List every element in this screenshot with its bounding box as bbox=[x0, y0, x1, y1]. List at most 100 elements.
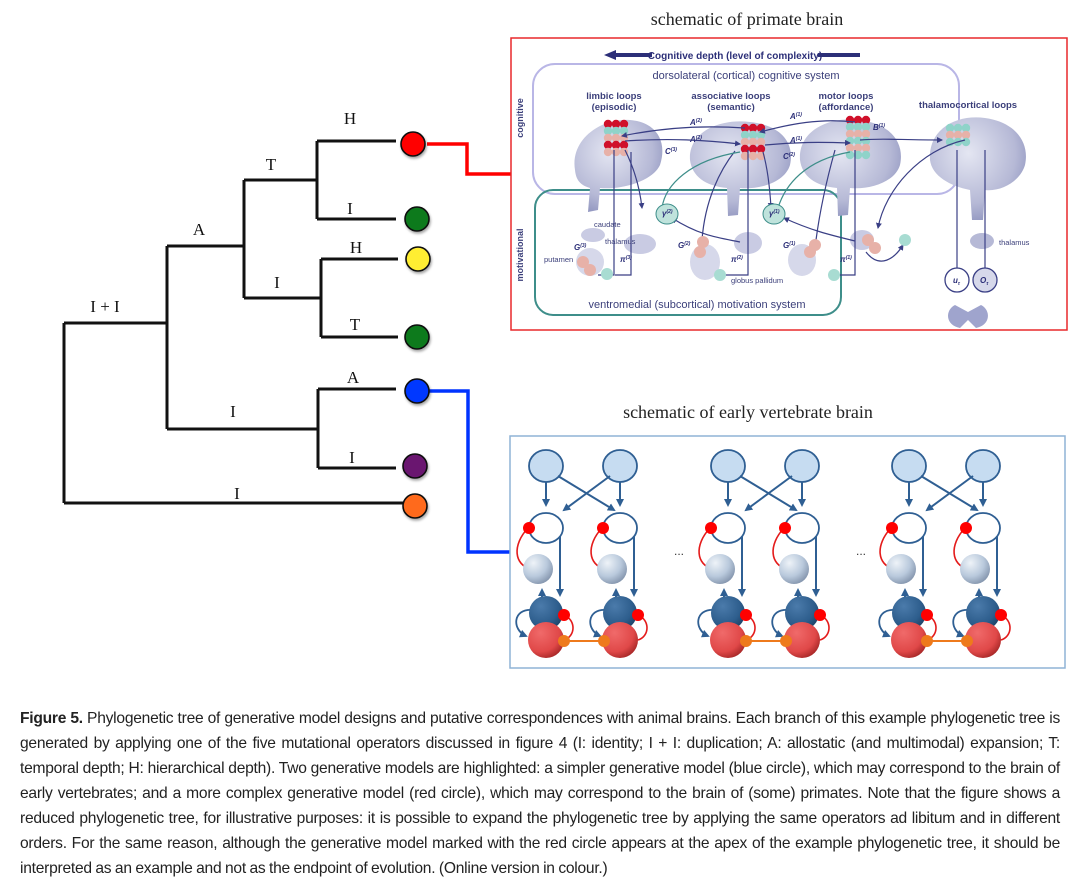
neuron-unit bbox=[945, 130, 955, 140]
loop-sub: (affordance) bbox=[819, 102, 874, 113]
red-state-node bbox=[965, 622, 1001, 658]
self-loop-arrow bbox=[589, 609, 608, 638]
neuron-unit bbox=[611, 140, 621, 150]
vertebrate-module bbox=[878, 449, 1011, 658]
outcome-node bbox=[972, 267, 998, 293]
neuron-unit bbox=[756, 137, 766, 147]
vertebrate-modules bbox=[515, 449, 1011, 658]
action-node bbox=[944, 267, 970, 293]
leaf-node-blue[interactable] bbox=[404, 378, 430, 404]
label-upper-T: T bbox=[266, 155, 277, 174]
neuron-unit bbox=[861, 150, 871, 160]
structure-labels: caudate thalamus putamen globus pallidum… bbox=[544, 220, 1030, 285]
precision-dot bbox=[705, 522, 717, 534]
prediction-node bbox=[886, 554, 916, 584]
self-loop-arrow bbox=[771, 609, 790, 638]
red-state-node bbox=[710, 622, 746, 658]
dark-state-node bbox=[603, 596, 637, 630]
symbol-C: C(2) bbox=[783, 152, 795, 161]
loop-name: limbic loops bbox=[586, 91, 641, 102]
self-loop-arrow bbox=[515, 609, 534, 638]
precision-dot bbox=[960, 522, 972, 534]
symbol-pi: π(2) bbox=[731, 255, 743, 264]
vertebrate-module bbox=[697, 449, 830, 658]
leaf-node-yellow[interactable] bbox=[405, 246, 431, 272]
caudate-label: caudate bbox=[594, 220, 621, 229]
hidden-cause-node bbox=[528, 449, 564, 483]
connection-line bbox=[624, 138, 741, 147]
neuron-unit bbox=[619, 140, 629, 150]
tree-labels: I + I A I I T I H I H T A I bbox=[90, 109, 362, 503]
symbol-C: C(3) bbox=[665, 147, 677, 156]
ellipsis: ... bbox=[674, 544, 684, 558]
dark-state-node bbox=[892, 596, 926, 630]
red-state-node bbox=[602, 622, 638, 658]
self-loop-arrow bbox=[697, 609, 716, 638]
primate-title: schematic of primate brain bbox=[651, 9, 843, 29]
figure-caption: Figure 5. Phylogenetic tree of generativ… bbox=[20, 706, 1060, 881]
label-green1: I bbox=[347, 199, 353, 218]
brain-icon bbox=[574, 119, 663, 212]
neuron-unit bbox=[748, 130, 758, 140]
symbol-A: A(1) bbox=[789, 136, 802, 145]
motivation-system-box bbox=[534, 189, 842, 316]
thalamus-shape bbox=[624, 234, 656, 254]
precision-dot bbox=[632, 609, 644, 621]
brain-icon bbox=[799, 119, 901, 216]
leaf-node-red[interactable] bbox=[400, 131, 426, 157]
policy-node bbox=[577, 256, 589, 268]
precision-dot bbox=[779, 522, 791, 534]
branch-upper-T bbox=[242, 178, 317, 298]
label-purple: I bbox=[349, 448, 355, 467]
leaf-node-orange[interactable] bbox=[402, 493, 428, 519]
connection-line bbox=[875, 139, 966, 229]
connection-line bbox=[764, 139, 851, 146]
dark-state-node bbox=[529, 596, 563, 630]
precision-dot bbox=[886, 522, 898, 534]
loop-sub: (episodic) bbox=[592, 102, 637, 113]
neuron-unit bbox=[961, 123, 971, 133]
precision-dot bbox=[995, 609, 1007, 621]
hidden-cause-node bbox=[710, 449, 746, 483]
neuron-unit bbox=[953, 123, 963, 133]
branch-red bbox=[315, 139, 396, 219]
symbol-u: uτ bbox=[953, 276, 961, 287]
leaf-node-green[interactable] bbox=[404, 324, 430, 350]
leaf-node-green[interactable] bbox=[404, 206, 430, 232]
cognitive-system-label: dorsolateral (cortical) cognitive system bbox=[652, 70, 839, 82]
neuron-unit bbox=[748, 137, 758, 147]
leaf-node-purple[interactable] bbox=[402, 453, 428, 479]
vertebrate-title: schematic of early vertebrate brain bbox=[623, 402, 873, 422]
neuron-unit bbox=[603, 140, 613, 150]
neuron-unit bbox=[740, 151, 750, 161]
label-yellow: H bbox=[350, 238, 362, 257]
neuron-unit bbox=[603, 133, 613, 143]
connection-line bbox=[701, 150, 736, 241]
connector-primate bbox=[427, 142, 512, 176]
symbol-pi: π(3) bbox=[620, 255, 632, 264]
motivation-system-label: ventromedial (subcortical) motivation sy… bbox=[588, 299, 805, 311]
neuron-unit bbox=[611, 119, 621, 129]
label-red: H bbox=[344, 109, 356, 128]
label-lower: I bbox=[230, 402, 236, 421]
neuron-unit bbox=[756, 144, 766, 154]
self-loop-arrow bbox=[878, 609, 897, 638]
precision-dot bbox=[523, 522, 535, 534]
cross-arrow bbox=[562, 475, 611, 512]
loop-name: associative loops bbox=[691, 91, 770, 102]
label-upper-I: I bbox=[274, 273, 280, 292]
symbol-gamma: γ(1) bbox=[769, 209, 780, 218]
symbol-A: A(2) bbox=[689, 135, 702, 144]
thalamus-label: thalamus bbox=[605, 237, 636, 246]
label-green2: T bbox=[350, 315, 361, 334]
neuron-unit bbox=[603, 119, 613, 129]
policy-node bbox=[584, 264, 596, 276]
neuron-unit bbox=[611, 133, 621, 143]
tree-leaves bbox=[400, 131, 431, 519]
globus-pallidum-label: globus pallidum bbox=[731, 276, 783, 285]
neuron-stacks bbox=[603, 115, 971, 161]
neuron-unit bbox=[861, 129, 871, 139]
policy-node bbox=[869, 242, 881, 254]
symbol-pi: π(1) bbox=[840, 255, 852, 264]
